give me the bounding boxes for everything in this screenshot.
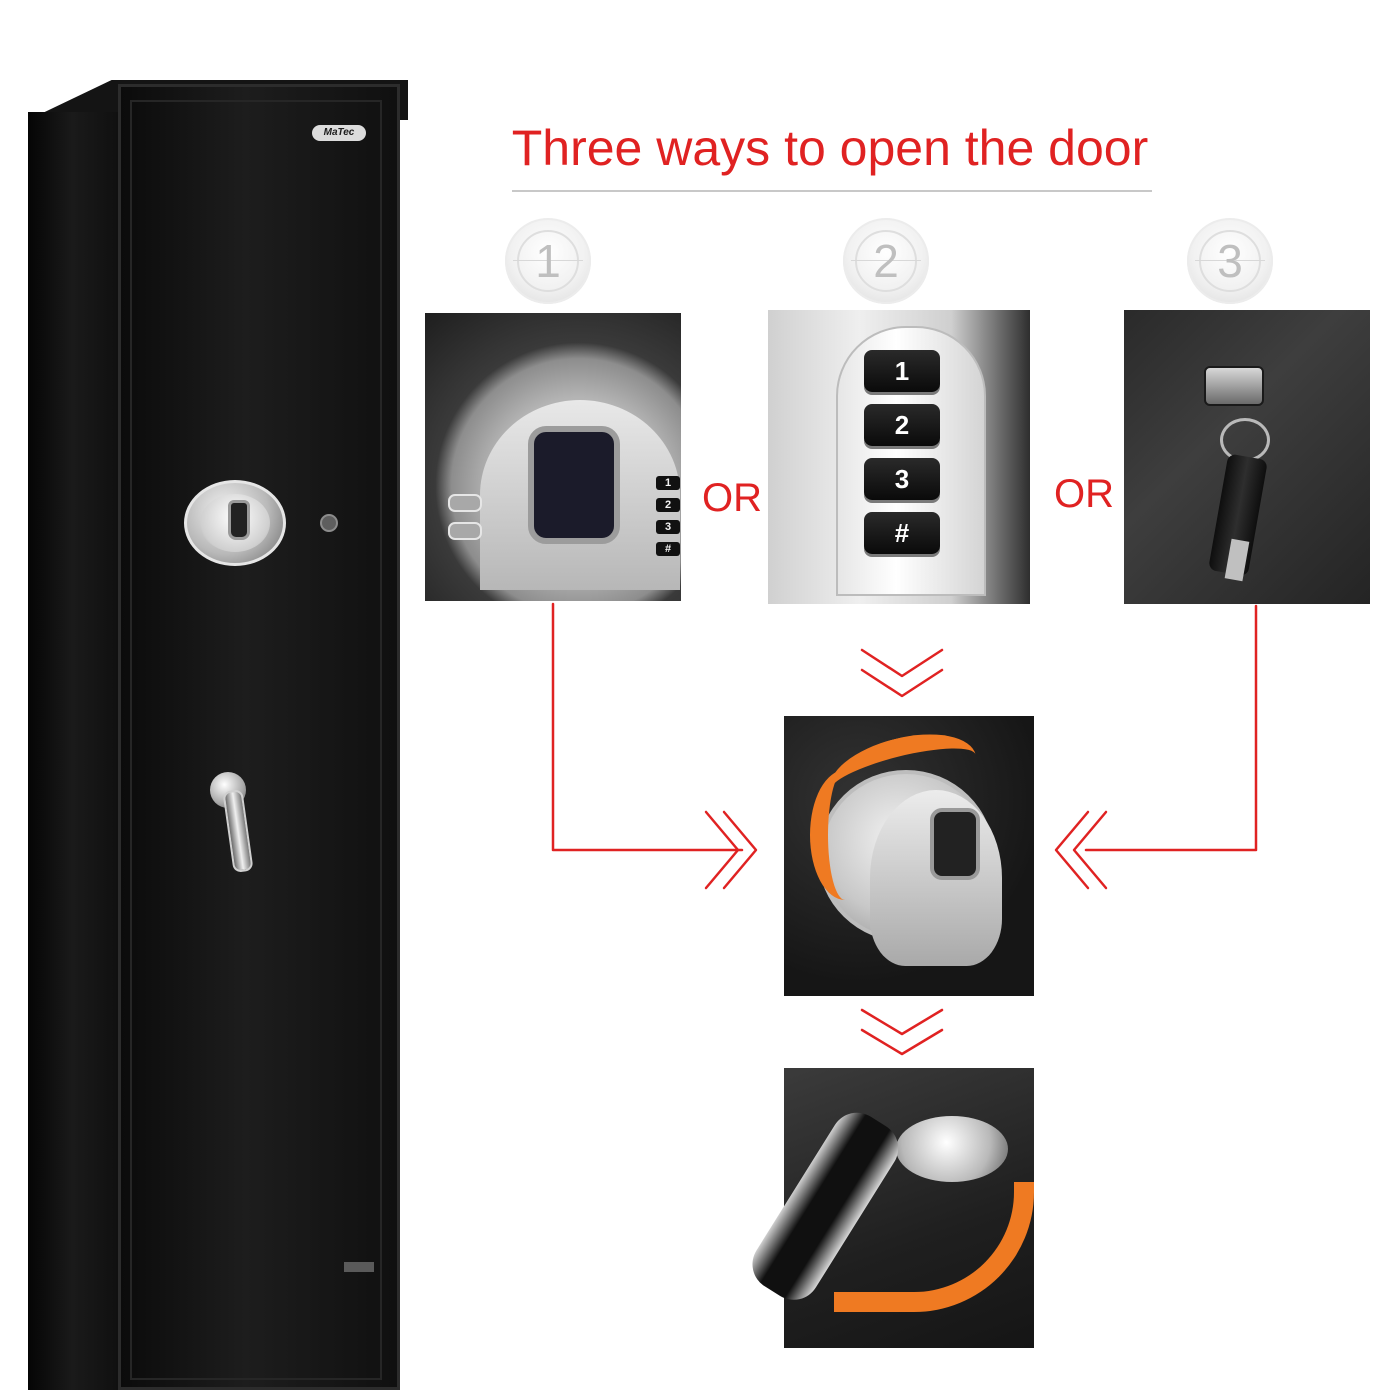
key-cylinder-icon <box>1204 366 1264 406</box>
badge-ring <box>517 230 579 292</box>
step-badge-1: 1 <box>505 218 591 304</box>
title-underline <box>512 190 1152 192</box>
safe-door-inset <box>130 100 382 1380</box>
brand-logo: MaTec <box>312 125 366 141</box>
keypad-key-3[interactable]: 3 <box>864 458 940 500</box>
connector-line-left <box>551 602 744 852</box>
badge-divider <box>1195 260 1265 261</box>
keypad-key-1[interactable]: 1 <box>864 350 940 392</box>
badge-divider <box>513 260 583 261</box>
step-number: 2 <box>873 235 899 287</box>
safe-keyhole-icon <box>320 514 338 532</box>
chevron-down-icon <box>860 1008 944 1036</box>
chevron-right-icon <box>704 810 740 890</box>
badge-ring <box>855 230 917 292</box>
keypad-key-hash[interactable]: # <box>864 512 940 554</box>
connector-line-right <box>1084 604 1258 852</box>
safe-door <box>118 84 400 1390</box>
mini-keypad-key: 1 <box>656 476 680 490</box>
fingerprint-sensor-icon <box>528 426 620 544</box>
step-badge-2: 2 <box>843 218 929 304</box>
rotate-arrow-tail-icon <box>810 770 880 900</box>
chevron-left-icon <box>1072 810 1108 890</box>
page-title: Three ways to open the door <box>511 120 1149 176</box>
safe-fingerprint-sensor-icon <box>228 500 250 540</box>
step-badge-3: 3 <box>1187 218 1273 304</box>
chevron-down-icon <box>860 1028 944 1056</box>
handle-base <box>896 1116 1008 1182</box>
chevron-right-icon <box>722 810 758 890</box>
chevron-down-icon <box>860 648 944 678</box>
mini-keypad-key: # <box>656 542 680 556</box>
step-number: 3 <box>1217 235 1243 287</box>
step-number: 1 <box>535 235 561 287</box>
chevron-left-icon <box>1054 810 1090 890</box>
chevron-down-icon <box>860 668 944 698</box>
badge-divider <box>851 260 921 261</box>
indicator-led <box>448 522 482 540</box>
mini-keypad-key: 3 <box>656 520 680 534</box>
mini-keypad-key: 2 <box>656 498 680 512</box>
or-label: OR <box>1054 472 1114 516</box>
or-label: OR <box>702 476 762 520</box>
indicator-led <box>448 494 482 512</box>
dial-fingerprint-sensor-icon <box>930 808 980 880</box>
keypad-key-2[interactable]: 2 <box>864 404 940 446</box>
safe-serial-plate <box>344 1262 374 1272</box>
badge-ring <box>1199 230 1261 292</box>
